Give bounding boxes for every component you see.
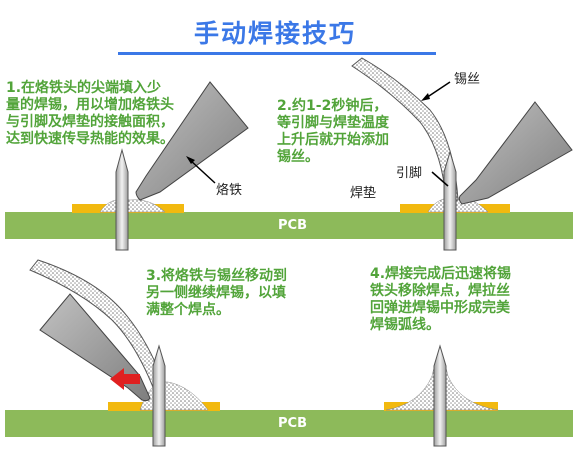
lead-pointer [431,171,449,187]
lead-1 [115,148,129,251]
label-iron: 烙铁 [216,183,243,198]
iron-1-pointer-head [186,156,195,164]
pcb-board-bottom [5,410,573,437]
label-solder-wire: 锡丝 [454,72,481,87]
solder-blob-1 [99,199,166,213]
iron-1-pointer [189,159,216,184]
step-4-text: 4.焊接完成后迅速将锡 铁头移除焊点，焊拉丝 回弹进焊锡中形成完美 焊锡弧线。 [370,266,512,333]
solder-blob-3 [139,381,209,411]
solder-wire-pointer-head [421,93,430,101]
lead-2 [443,150,457,251]
label-pad: 焊垫 [350,186,377,201]
iron-2 [458,101,573,205]
move-arrow [110,368,140,390]
lead-4 [433,344,447,447]
pcb-label-bottom: PCB [278,416,307,431]
pcb-board-top [5,212,573,239]
label-lead: 引脚 [396,166,423,181]
step-2-text: 2.约1-2秒钟后， 等引脚与焊垫温度 上升后就开始添加 锡丝。 [277,98,389,165]
solder-wire-pointer [425,81,451,99]
iron-1 [135,81,249,201]
lead-3 [152,344,166,447]
step-1-text: 1.在烙铁头的尖端填入少 量的焊锡，用以增加烙铁头 与引脚及焊垫的接触面积， 达… [6,80,174,147]
pcb-label-top: PCB [278,218,307,233]
page-title: 手动焊接技巧 [193,19,356,48]
step-3-text: 3.将烙铁与锡丝移动到 另一侧继续焊锡，以填 满整个焊点。 [146,268,288,318]
title-underline [118,52,436,55]
